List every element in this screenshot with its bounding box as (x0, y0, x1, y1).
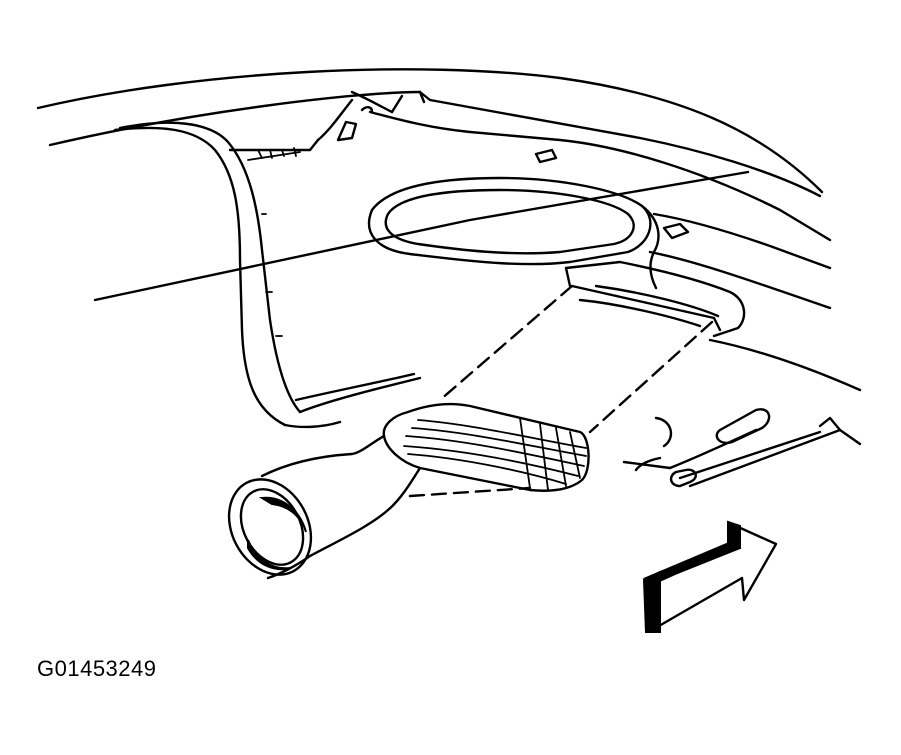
duct-clip (622, 408, 862, 488)
duct-mount-bracket (564, 260, 746, 338)
defroster-vents (228, 98, 558, 164)
instrument-panel-top (36, 68, 832, 242)
reference-line (93, 170, 750, 302)
figure-code: G01453249 (37, 656, 157, 681)
panel-left-end (113, 121, 422, 429)
front-direction-arrow-icon (642, 520, 778, 633)
panel-opening (367, 176, 862, 392)
air-duct (227, 284, 722, 580)
